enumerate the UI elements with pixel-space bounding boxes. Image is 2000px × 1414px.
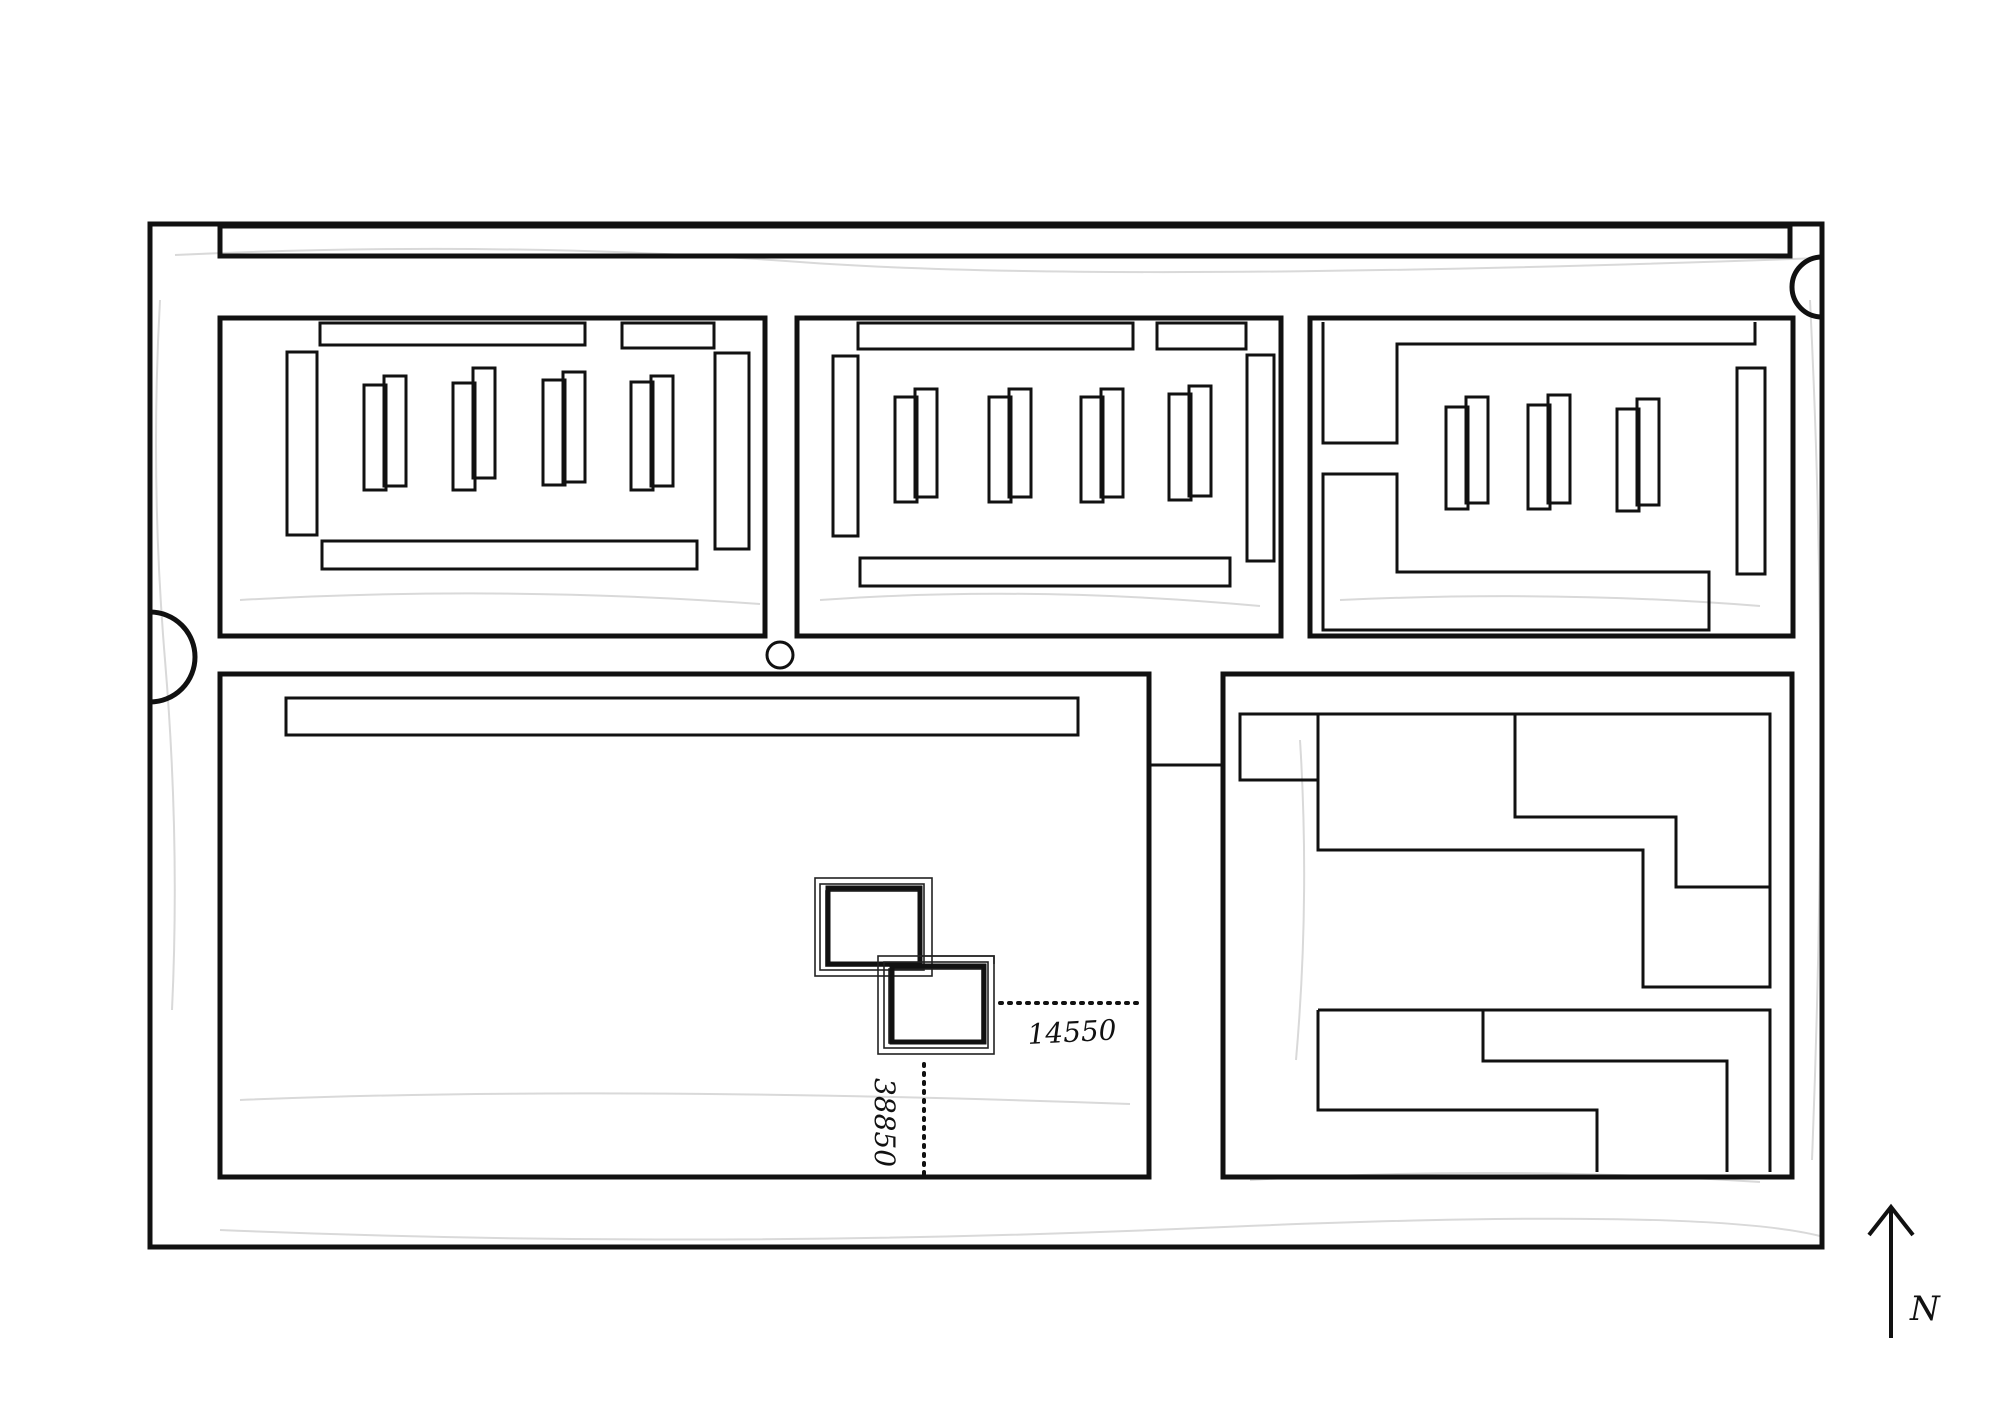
north-label: N	[1909, 1289, 1941, 1329]
block-1	[217, 315, 768, 639]
block-4	[217, 671, 1222, 1180]
west-entrance	[149, 609, 198, 705]
dimension-horizontal: 14550	[1027, 1013, 1118, 1051]
block-2	[794, 315, 1284, 639]
block-2-rows	[893, 384, 1213, 504]
building-footprint	[814, 877, 995, 1055]
dimension-vertical: 38850	[868, 1078, 901, 1167]
node-circle	[765, 640, 795, 670]
block-1-rows	[362, 366, 675, 492]
block-5	[1220, 671, 1795, 1180]
block-3	[1307, 315, 1796, 639]
north-arrow: N	[1867, 1203, 1941, 1338]
east-entrance	[1789, 254, 1823, 320]
block-3-rows	[1444, 393, 1661, 513]
sketch-underlay	[155, 247, 1822, 1241]
north-strip	[217, 223, 1793, 259]
